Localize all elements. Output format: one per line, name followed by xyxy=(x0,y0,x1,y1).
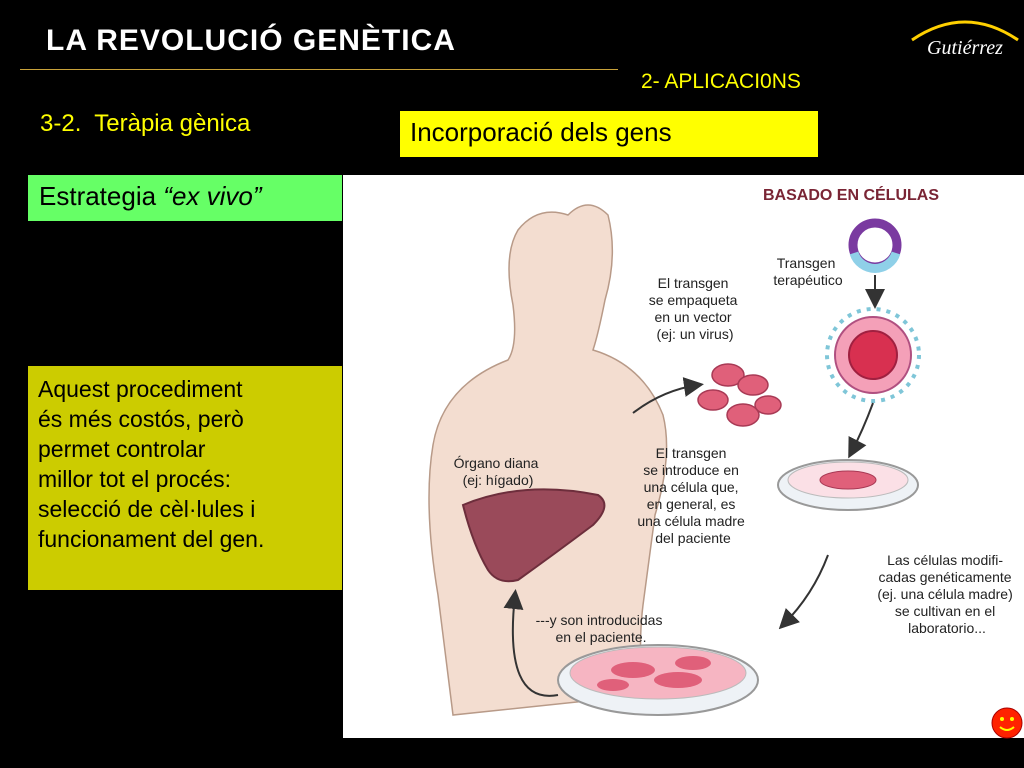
arrow-vector-to-dish xyxy=(848,402,874,459)
strategy-box: Estrategia “ex vivo” xyxy=(28,175,342,221)
description-line: és més costós, però xyxy=(38,406,244,432)
description-box: Aquest procediment és més costós, però p… xyxy=(28,366,342,590)
description-line: funcionament del gen. xyxy=(38,526,265,552)
description-line: Aquest procediment xyxy=(38,376,243,402)
diagram-svg: BASADO EN CÉLULAS xyxy=(428,185,1016,716)
page-title: LA REVOLUCIÓ GENÈTICA xyxy=(46,24,456,57)
arrow-body-to-cells xyxy=(632,377,704,414)
gutierrez-logo: Gutiérrez xyxy=(906,10,1024,62)
strategy-ex-vivo: “ex vivo” xyxy=(163,181,262,211)
smiley-icon[interactable] xyxy=(990,706,1024,740)
petri-dish-1 xyxy=(777,459,919,511)
label-cultivate: Las células modifi- cadas genéticamente … xyxy=(877,552,1016,636)
patient-cells xyxy=(697,363,782,427)
title-underline xyxy=(20,69,618,70)
description-line: selecció de cèl·lules i xyxy=(38,496,256,522)
petri-dish-2 xyxy=(557,644,759,716)
label-introduce: El transgen se introduce en una célula q… xyxy=(637,445,748,546)
topic-label: 3-2. Teràpia gènica xyxy=(40,110,251,137)
description-line: millor tot el procés: xyxy=(38,466,232,492)
arrow-culture-to-patient xyxy=(503,589,559,697)
figure-heading: BASADO EN CÉLULAS xyxy=(763,185,939,204)
plasmid-gene-segment xyxy=(849,251,901,273)
label-transgen: Transgen terapéutico xyxy=(773,255,842,288)
incorporation-box: Incorporació dels gens xyxy=(400,111,818,157)
label-vector: El transgen se empaqueta en un vector (e… xyxy=(649,275,742,342)
strategy-label: Estrategia xyxy=(39,181,164,211)
label-target-organ: Órgano diana (ej: hígado) xyxy=(454,455,543,488)
arrow-dish-to-culture xyxy=(778,554,829,630)
liver-shape xyxy=(461,488,606,583)
logo-text: Gutiérrez xyxy=(927,37,1003,59)
section-subtitle: 2- APLICACI0NS xyxy=(641,70,801,93)
viral-vector xyxy=(825,307,921,403)
label-return: ---y son introducidas en el paciente. xyxy=(536,612,667,645)
description-line: permet controlar xyxy=(38,436,206,462)
gene-therapy-diagram: BASADO EN CÉLULAS xyxy=(343,175,1024,738)
